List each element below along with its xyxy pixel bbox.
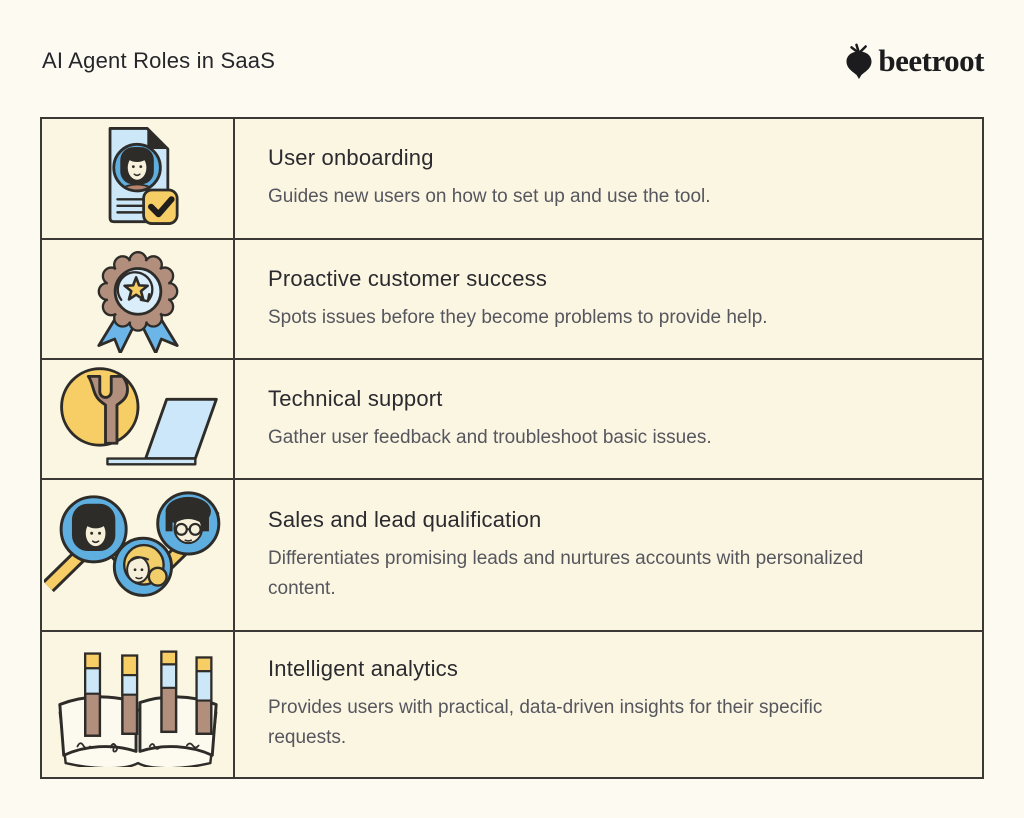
table-row-technical-support: Technical support Gather user feedback a…	[42, 358, 982, 478]
text-cell: User onboarding Guides new users on how …	[235, 119, 982, 238]
row-description: Guides new users on how to set up and us…	[268, 186, 711, 208]
beetroot-logo-icon	[844, 43, 874, 80]
table-row-proactive-customer-success: Proactive customer success Spots issues …	[42, 238, 982, 358]
brand-wordmark: beetroot	[878, 43, 984, 78]
onboarding-document-icon	[82, 121, 194, 236]
row-title: Proactive customer success	[268, 265, 548, 291]
text-cell: Intelligent analytics Provides users wit…	[235, 632, 982, 777]
icon-cell	[42, 119, 235, 238]
text-cell: Technical support Gather user feedback a…	[235, 360, 982, 478]
row-title: Sales and lead qualification	[268, 506, 542, 532]
page-title: AI Agent Roles in SaaS	[42, 48, 276, 73]
row-description: Spots issues before they become problems…	[268, 306, 768, 328]
icon-cell	[42, 480, 235, 630]
roles-table: User onboarding Guides new users on how …	[40, 117, 984, 779]
row-title: Technical support	[268, 385, 443, 411]
icon-cell	[42, 360, 235, 478]
award-medal-icon	[82, 241, 194, 358]
row-description: Differentiates promising leads and nurtu…	[268, 547, 864, 599]
icon-cell	[42, 632, 235, 777]
table-row-user-onboarding: User onboarding Guides new users on how …	[42, 119, 982, 238]
brand-logo: beetroot	[844, 43, 984, 80]
row-description: Provides users with practical, data-driv…	[268, 697, 823, 748]
table-row-sales-lead-qualification: Sales and lead qualification Differentia…	[42, 478, 982, 630]
header: AI Agent Roles in SaaS beetroot	[42, 38, 984, 84]
row-description: Gather user feedback and troubleshoot ba…	[268, 426, 712, 448]
text-cell: Proactive customer success Spots issues …	[235, 240, 982, 358]
table-row-intelligent-analytics: Intelligent analytics Provides users wit…	[42, 630, 982, 777]
row-title: Intelligent analytics	[268, 656, 459, 682]
book-bar-chart-icon	[50, 638, 226, 772]
icon-cell	[42, 240, 235, 358]
row-title: User onboarding	[268, 145, 434, 171]
avatars-growth-arrow-icon	[42, 484, 232, 627]
text-cell: Sales and lead qualification Differentia…	[235, 480, 982, 630]
wrench-laptop-icon	[52, 363, 224, 475]
